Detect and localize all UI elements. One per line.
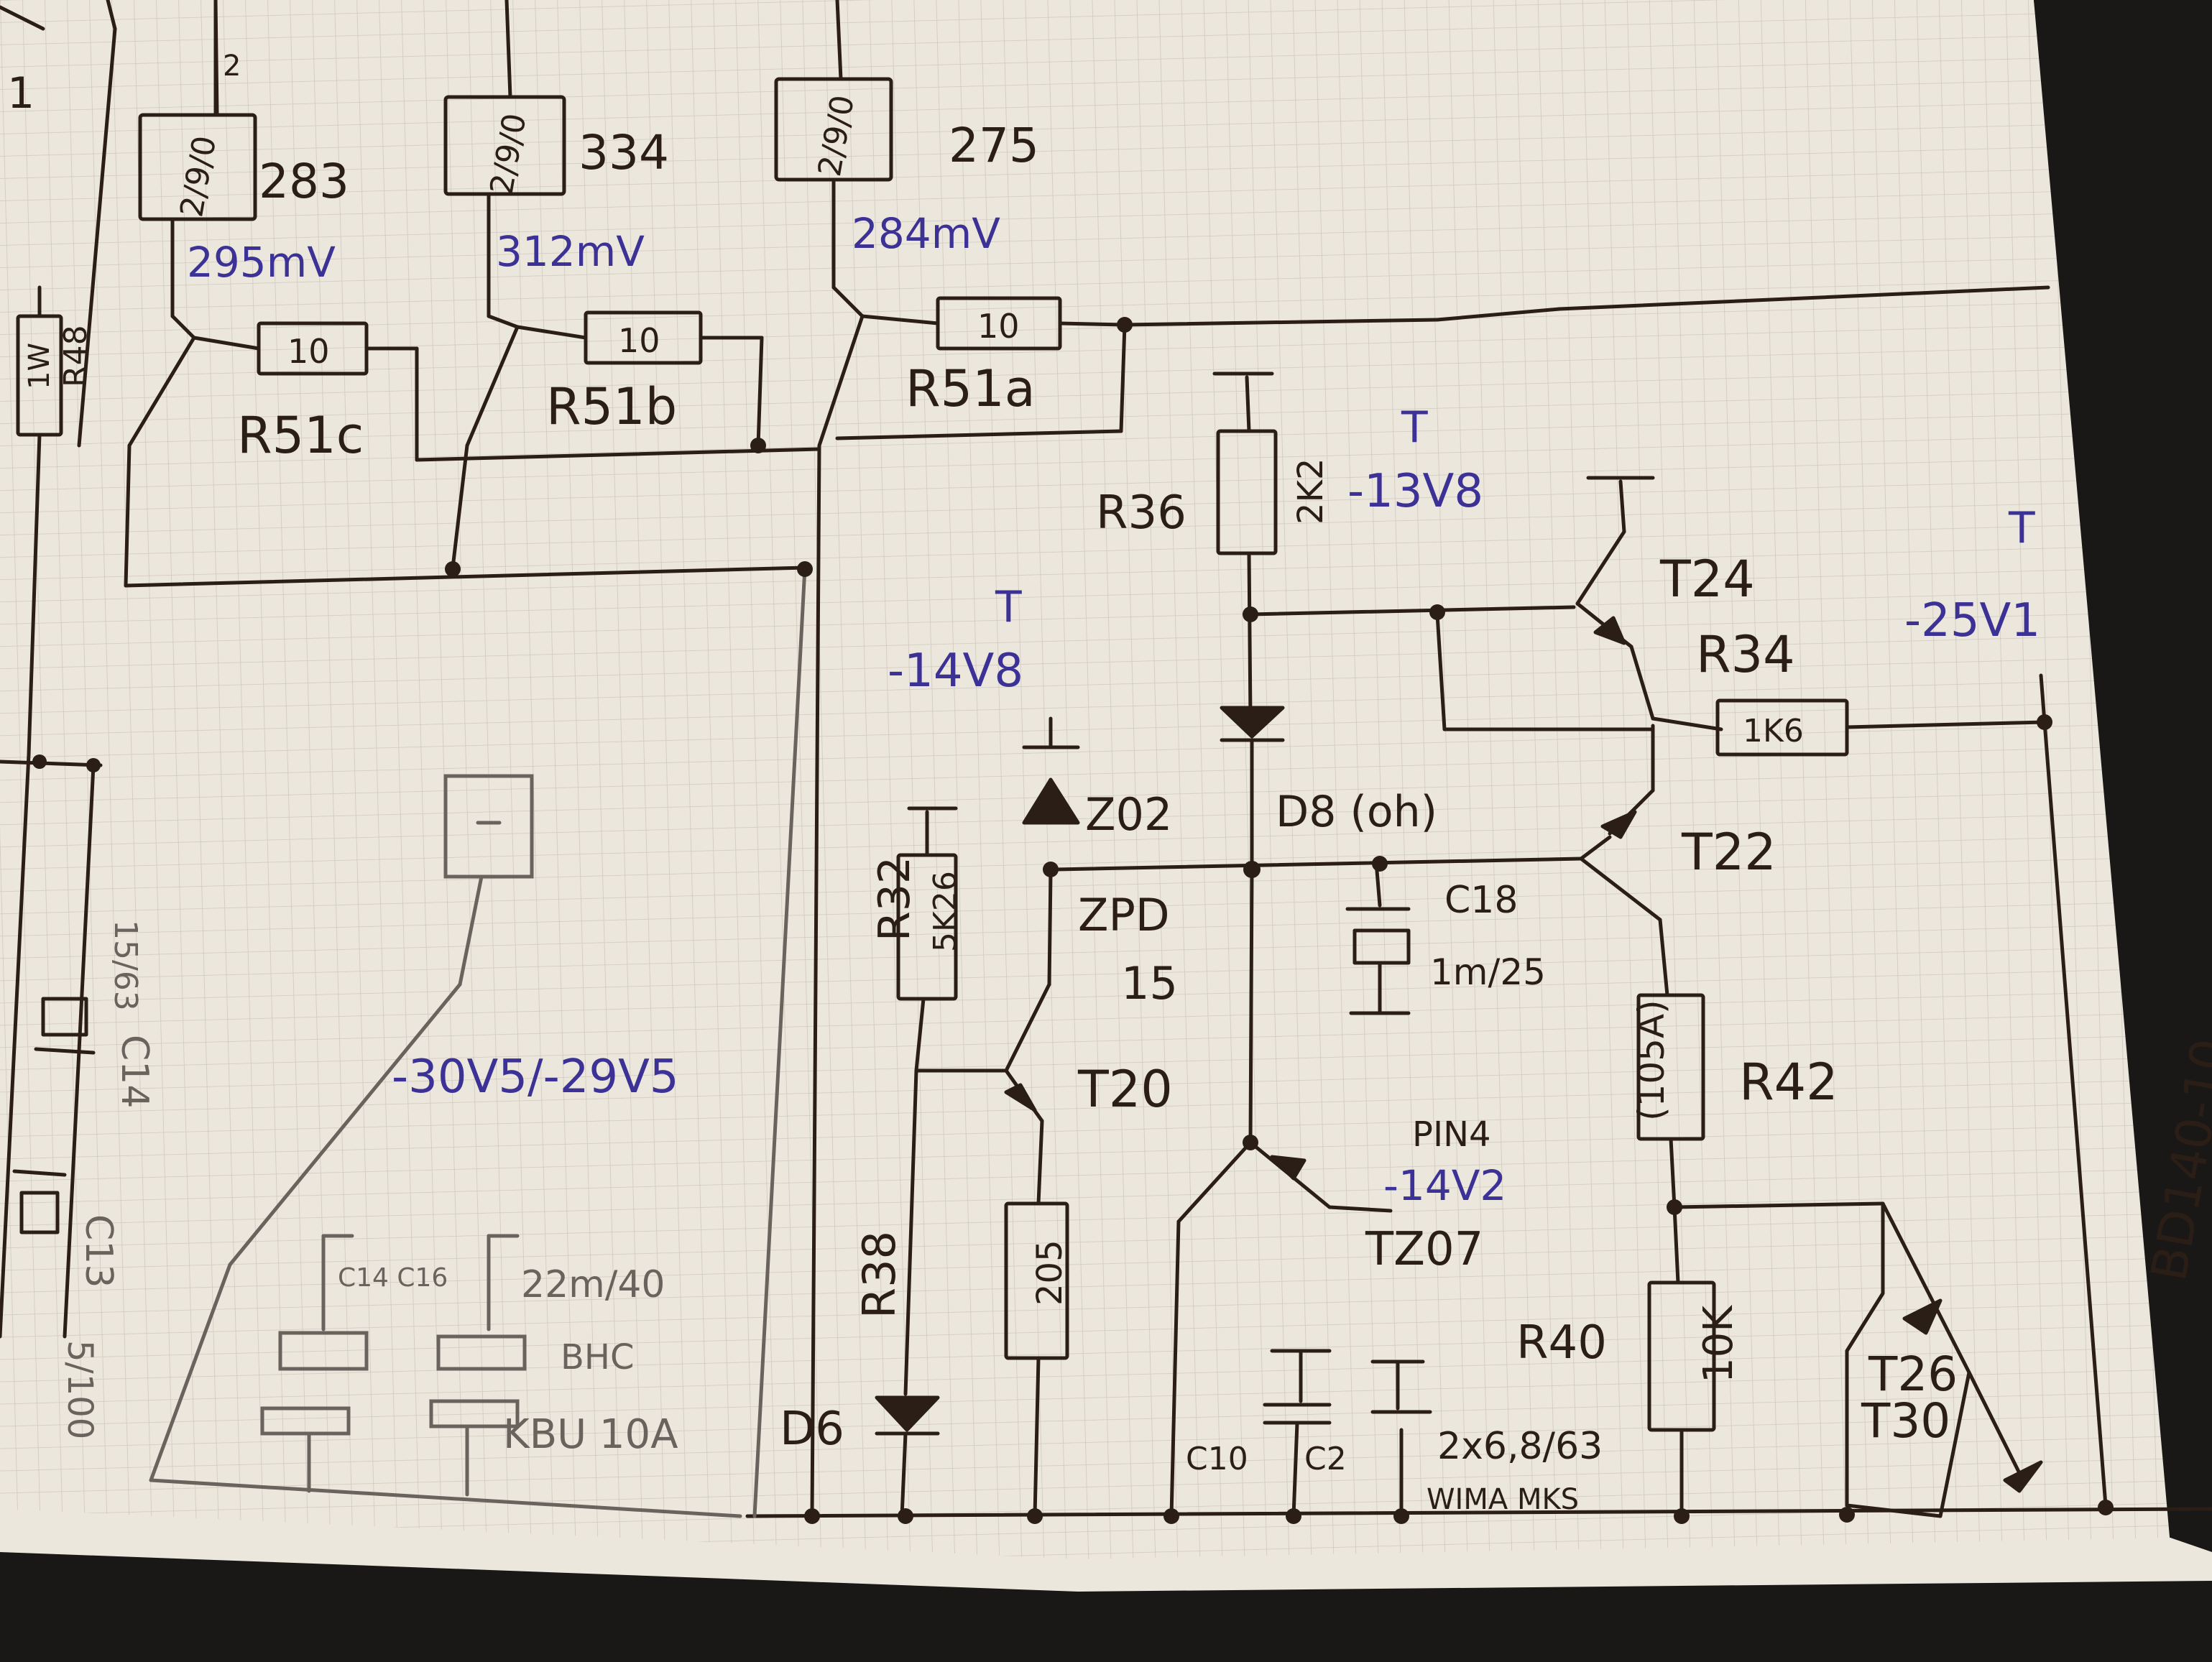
r42-value: (105A)	[1631, 999, 1672, 1121]
r51a-value: 10	[977, 307, 1020, 346]
zener-circuit	[875, 716, 1080, 1518]
caps-brand: WIMA MKS	[1427, 1483, 1579, 1516]
r32-ref: R32	[870, 857, 920, 941]
r34-value: 1K6	[1743, 713, 1804, 749]
zpd-label: ZPD	[1078, 889, 1170, 941]
tz07-label: TZ07	[1365, 1223, 1483, 1276]
r36-value: 2K2	[1291, 458, 1331, 525]
d8-label: D8 (oh)	[1276, 787, 1437, 837]
regulator-circuit	[1054, 371, 2108, 1522]
t20-label: T20	[1077, 1060, 1173, 1119]
r51a-ref: R51a	[905, 359, 1036, 418]
measure-t-a: T	[1401, 402, 1428, 453]
r42-ref: R42	[1739, 1053, 1838, 1112]
c13-ref: C13	[77, 1214, 120, 1288]
left-value: 15/63	[107, 920, 144, 1011]
measure-v-b: -14V8	[888, 645, 1023, 698]
z02-label: Z02	[1085, 788, 1172, 841]
c13-value: 5/100	[60, 1340, 100, 1439]
r51c-ref: R51c	[237, 406, 364, 465]
zpd-value: 15	[1121, 957, 1178, 1010]
r40-ref: R40	[1516, 1316, 1607, 1370]
r48-value: 1W	[23, 343, 56, 389]
r40-value: 10K	[1695, 1305, 1742, 1383]
r48-ref: R48	[57, 325, 94, 387]
pot-2-voltage: 312mV	[496, 227, 645, 276]
c2-label: C2	[1304, 1441, 1347, 1477]
c10-label: C10	[1186, 1441, 1248, 1477]
measure-v-a: -13V8	[1347, 465, 1483, 518]
pot-1-voltage: 295mV	[187, 238, 336, 287]
r34-ref: R34	[1696, 625, 1795, 684]
r38-value: 205	[1030, 1239, 1070, 1306]
pot-1-setting: 283	[259, 154, 349, 209]
pot-3-voltage: 284mV	[852, 209, 1000, 258]
r32-value: 5K26	[927, 871, 964, 952]
measure-t-c: T	[2008, 503, 2035, 553]
r51b-value: 10	[618, 321, 660, 360]
top-resistor-bank	[0, 0, 2050, 1518]
pencil-section	[149, 565, 807, 1518]
pin4-label: PIN4	[1412, 1114, 1491, 1155]
t26-label: T26	[1868, 1347, 1958, 1402]
pot-wiper-mark: 2	[223, 50, 241, 83]
t30-label: T30	[1861, 1393, 1950, 1449]
ground-rail	[745, 1507, 2212, 1518]
pin4-voltage: -14V2	[1383, 1161, 1506, 1210]
top-left-mark: 1	[7, 68, 34, 119]
pot-2-setting: 334	[579, 125, 669, 180]
desk-bottom	[0, 1545, 2212, 1659]
r38-ref: R38	[853, 1231, 905, 1319]
caps-value: 2x6,8/63	[1437, 1425, 1603, 1468]
c18-ref: C18	[1444, 879, 1518, 922]
desk-right	[2034, 0, 2212, 1574]
paper-edge	[0, 1509, 2212, 1592]
r51b-ref: R51b	[546, 377, 677, 436]
r51c-value: 10	[287, 332, 330, 371]
cap-type-label: BHC	[561, 1337, 635, 1377]
pot-3-setting: 275	[949, 118, 1039, 173]
measure-t-b: T	[995, 582, 1022, 632]
rail-voltage-label: -30V5/-29V5	[392, 1051, 679, 1104]
d6-label: D6	[780, 1403, 844, 1456]
measure-v-c: -25V1	[1904, 594, 2040, 647]
c18-value: 1m/25	[1430, 951, 1546, 993]
t22-label: T22	[1681, 823, 1776, 882]
cap-value-label: 22m/40	[521, 1263, 665, 1306]
c14-ref-left: C14	[113, 1035, 156, 1108]
r36-ref: R36	[1096, 486, 1186, 540]
c14-c16-label: C14 C16	[338, 1263, 448, 1293]
r48-resistor	[0, 285, 103, 1339]
t24-label: T24	[1659, 550, 1755, 609]
junction-dots	[32, 317, 2114, 1524]
bridge-label: KBU 10A	[503, 1411, 678, 1458]
